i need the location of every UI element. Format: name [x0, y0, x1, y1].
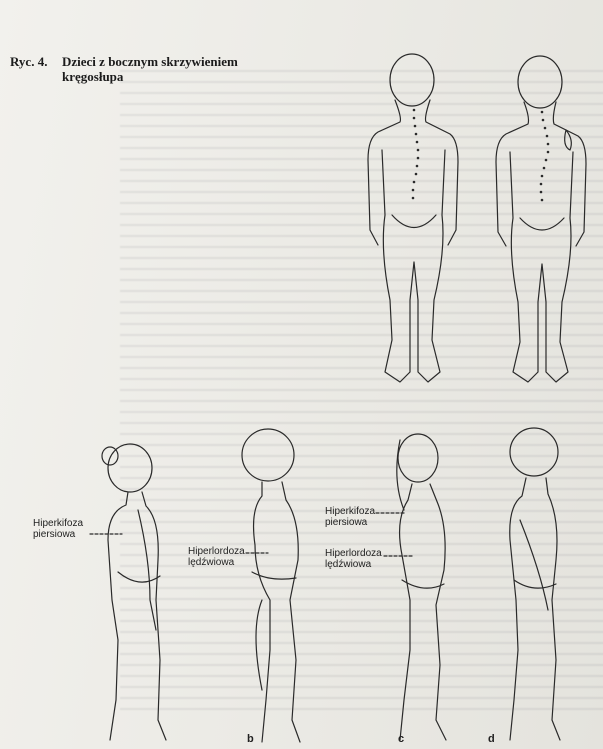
- back-view-figure-2: [496, 56, 586, 382]
- side-view-figure-d: [510, 428, 560, 740]
- side-view-figure-b: [242, 429, 300, 742]
- spine-dots-2: [540, 111, 550, 202]
- side-view-figure-a: [102, 444, 166, 740]
- figure-letter-b: b: [247, 733, 254, 745]
- figure-letter-c: c: [398, 733, 404, 745]
- label-hiperkifoza-a: Hiperkifoza piersiowa: [33, 518, 83, 540]
- spine-dots-1: [412, 109, 420, 200]
- side-view-figure-c: [397, 434, 446, 740]
- back-view-figure-1: [368, 54, 458, 382]
- label-hiperlordoza-c: Hiperlordoza lędźwiowa: [325, 548, 382, 570]
- label-hiperlordoza-b: Hiperlordoza lędźwiowa: [188, 546, 245, 568]
- label-hiperkifoza-c: Hiperkifoza piersiowa: [325, 506, 375, 528]
- figure-letter-d: d: [488, 733, 495, 745]
